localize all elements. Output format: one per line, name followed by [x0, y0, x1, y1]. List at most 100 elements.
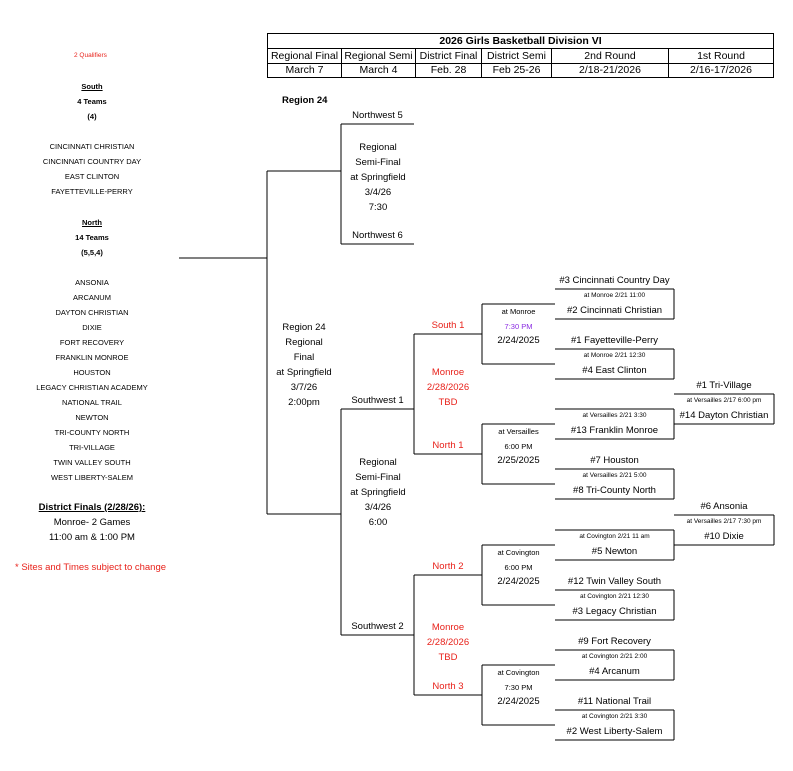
info-line: 2/28/2026 — [426, 637, 470, 648]
regional-final-info: Region 24 Regional Final at Springfield … — [262, 320, 346, 410]
south-title: South — [81, 82, 103, 91]
info-line: 3/7/26 — [290, 382, 318, 393]
team-slot: #9 Fort Recovery — [578, 636, 651, 647]
regional-semi-1-top: Northwest 5 — [352, 110, 403, 121]
team-list-item: CINCINNATI CHRISTIAN — [49, 142, 135, 151]
schedule-header: 2026 Girls Basketball Division VI Region… — [267, 33, 774, 78]
regional-semi-1-info: Regional Semi-Final at Springfield 3/4/2… — [336, 140, 420, 215]
game-time: 7:30 PM — [504, 322, 533, 331]
round-date: Feb. 28 — [416, 63, 482, 77]
game-info: at Monroe 2/21 11:00 — [583, 292, 646, 299]
game-time: 6:00 PM — [504, 563, 533, 572]
team-list-item: ARCANUM — [73, 293, 111, 302]
game-info: at Covington 2/21 11 am — [579, 533, 650, 540]
team-slot: #1 Tri-Village — [696, 380, 752, 391]
team-slot: #3 Cincinnati Country Day — [559, 275, 670, 286]
district-semi-label: North 1 — [432, 440, 464, 451]
game-date: 2/24/2025 — [497, 576, 540, 587]
round-name: Regional Final — [268, 49, 342, 64]
team-slot: #14 Dayton Christian — [679, 410, 769, 421]
team-slot: #4 East Clinton — [582, 365, 647, 376]
team-list-item: NATIONAL TRAIL — [62, 398, 122, 407]
team-slot: #2 Cincinnati Christian — [566, 305, 663, 316]
info-line: at Springfield — [350, 487, 406, 498]
info-line: 3/4/26 — [364, 502, 392, 513]
game-info: at Covington 2/21 3:30 — [581, 713, 648, 720]
info-line: TBD — [438, 397, 458, 408]
team-slot: #4 Arcanum — [589, 666, 640, 677]
info-line: 2/28/2026 — [426, 382, 470, 393]
game-info: at Versailles 2/21 5:00 — [582, 472, 647, 479]
team-list-item: ANSONIA — [75, 278, 109, 287]
team-list-item: LEGACY CHRISTIAN ACADEMY — [36, 383, 148, 392]
district-final-1-info: Monroe 2/28/2026 TBD — [414, 365, 482, 410]
team-list-item: WEST LIBERTY-SALEM — [51, 473, 133, 482]
info-line: Final — [293, 352, 315, 363]
round-date: 2/18-21/2026 — [552, 63, 669, 77]
game-site: at Versailles — [498, 427, 539, 436]
info-line: Regional — [285, 337, 323, 348]
team-slot: #2 West Liberty-Salem — [566, 726, 663, 737]
info-line: TBD — [438, 652, 458, 663]
team-slot: #10 Dixie — [704, 531, 744, 542]
team-list-item: FAYETTEVILLE-PERRY — [51, 187, 133, 196]
game-time: 7:30 PM — [504, 683, 533, 692]
south-count: 4 Teams — [77, 97, 107, 106]
north-title: North — [82, 218, 102, 227]
round-name: Regional Semi — [342, 49, 416, 64]
info-line: Regional — [359, 142, 397, 153]
team-slot: #11 National Trail — [577, 696, 652, 707]
team-list-item: FRANKLIN MONROE — [55, 353, 129, 362]
district-final-2-info: Monroe 2/28/2026 TBD — [414, 620, 482, 665]
game-site: at Covington — [497, 548, 540, 557]
game-date: 2/24/2025 — [497, 335, 540, 346]
district-semi-label: North 2 — [432, 561, 464, 572]
round-date: March 7 — [268, 63, 342, 77]
game-date: 2/24/2025 — [497, 696, 540, 707]
region-label: Region 24 — [282, 95, 328, 106]
team-list-item: TWIN VALLEY SOUTH — [53, 458, 131, 467]
team-slot: #6 Ansonia — [700, 501, 748, 512]
game-time: 6:00 PM — [504, 442, 533, 451]
bracket-title: 2026 Girls Basketball Division VI — [268, 34, 773, 49]
team-list-item: DIXIE — [82, 323, 102, 332]
sites-times-note: * Sites and Times subject to change — [15, 562, 167, 573]
info-line: at Springfield — [350, 172, 406, 183]
round-date: Feb 25-26 — [482, 63, 552, 77]
round-name: 1st Round — [669, 49, 773, 64]
game-info: at Monroe 2/21 12:30 — [583, 352, 646, 359]
team-slot: #5 Newton — [591, 546, 638, 557]
game-info: at Versailles 2/17 6:00 pm — [686, 397, 762, 404]
team-slot: #8 Tri-County North — [573, 485, 656, 496]
info-line: Region 24 — [282, 322, 326, 333]
info-line: at Springfield — [276, 367, 332, 378]
game-info: at Covington 2/21 12:30 — [579, 593, 650, 600]
game-date: 2/25/2025 — [497, 455, 540, 466]
info-line: 3/4/26 — [364, 187, 392, 198]
round-date: March 4 — [342, 63, 416, 77]
team-list-item: TRI-VILLAGE — [69, 443, 115, 452]
district-finals-line: Monroe- 2 Games — [53, 517, 131, 528]
round-date: 2/16-17/2026 — [690, 64, 752, 76]
info-line: Semi-Final — [355, 157, 401, 168]
info-line: 6:00 — [368, 517, 388, 528]
southwest-1: Southwest 1 — [351, 395, 404, 406]
info-line: Monroe — [431, 622, 465, 633]
district-finals-title: District Finals (2/28/26): — [38, 502, 146, 513]
info-line: Semi-Final — [355, 472, 401, 483]
regional-semi-1-bottom: Northwest 6 — [352, 230, 403, 241]
qualifiers-note: 2 Qualifiers — [74, 52, 107, 59]
round-name: 2nd Round — [552, 49, 669, 64]
info-line: 2:00pm — [288, 397, 320, 408]
district-semi-label: North 3 — [432, 681, 464, 692]
game-info: at Covington 2/21 2:00 — [581, 653, 648, 660]
game-site: at Covington — [497, 668, 540, 677]
team-slot: #1 Fayetteville-Perry — [570, 335, 659, 346]
round-name: District Semi — [482, 49, 552, 64]
team-list-item: NEWTON — [75, 413, 109, 422]
info-line: Monroe — [431, 367, 465, 378]
team-slot: #7 Houston — [590, 455, 639, 466]
info-line: 7:30 — [368, 202, 388, 213]
team-list-item: FORT RECOVERY — [59, 338, 125, 347]
